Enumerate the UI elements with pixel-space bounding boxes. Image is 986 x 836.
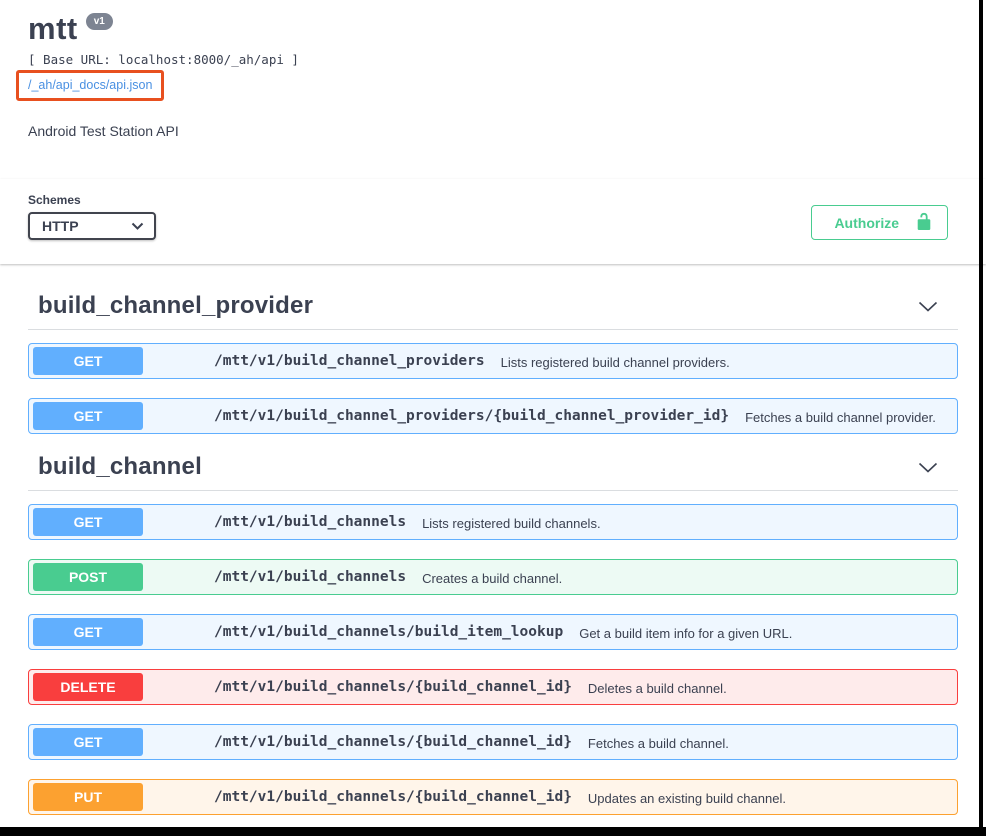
section-title: build_channel xyxy=(38,453,202,480)
chevron-down-icon xyxy=(131,222,144,230)
schemes-label: Schemes xyxy=(28,193,81,207)
endpoint-summary: Fetches a build channel. xyxy=(587,735,729,751)
method-badge: GET xyxy=(33,728,143,756)
endpoint-row[interactable]: GET /mtt/v1/build_channel_providers/{bui… xyxy=(28,398,958,434)
endpoint-row[interactable]: GET /mtt/v1/build_channels Lists registe… xyxy=(28,504,958,540)
endpoint-summary: Lists registered build channels. xyxy=(422,515,601,531)
section-collapse-chevron-icon[interactable] xyxy=(918,301,938,312)
endpoint-path: /mtt/v1/build_channels/{build_channel_id… xyxy=(214,679,572,695)
endpoint-path: /mtt/v1/build_channels/{build_channel_id… xyxy=(214,734,572,750)
method-badge: POST xyxy=(33,563,143,591)
endpoint-list: GET /mtt/v1/build_channel_providers List… xyxy=(28,343,958,434)
page-title: mtt xyxy=(28,11,78,46)
api-section: build_channel_provider GET /mtt/v1/build… xyxy=(28,292,958,434)
method-badge: GET xyxy=(33,618,143,646)
endpoint-summary: Get a build item info for a given URL. xyxy=(579,625,793,641)
scheme-container: Schemes HTTP Authorize xyxy=(0,179,986,264)
authorize-label: Authorize xyxy=(834,214,899,231)
sections: build_channel_provider GET /mtt/v1/build… xyxy=(0,264,986,815)
endpoint-path: /mtt/v1/build_channel_providers xyxy=(214,353,485,369)
scheme-selected-value: HTTP xyxy=(42,218,79,234)
endpoint-row[interactable]: PUT /mtt/v1/build_channels/{build_channe… xyxy=(28,779,958,815)
section-header[interactable]: build_channel_provider xyxy=(28,292,958,330)
schemes-group: Schemes HTTP xyxy=(28,193,156,240)
endpoint-row[interactable]: POST /mtt/v1/build_channels Creates a bu… xyxy=(28,559,958,595)
api-section: build_channel GET /mtt/v1/build_channels… xyxy=(28,453,958,815)
method-badge: GET xyxy=(33,347,143,375)
endpoint-row[interactable]: GET /mtt/v1/build_channel_providers List… xyxy=(28,343,958,379)
endpoint-row[interactable]: GET /mtt/v1/build_channels/{build_channe… xyxy=(28,724,958,760)
endpoint-path: /mtt/v1/build_channels/{build_channel_id… xyxy=(214,789,572,805)
spec-link-highlight-box: /_ah/api_docs/api.json xyxy=(16,70,165,101)
method-badge: GET xyxy=(33,402,143,430)
api-description: Android Test Station API xyxy=(28,123,179,139)
authorize-button[interactable]: Authorize xyxy=(811,205,948,240)
endpoint-row[interactable]: GET /mtt/v1/build_channels/build_item_lo… xyxy=(28,614,958,650)
endpoint-row[interactable]: DELETE /mtt/v1/build_channels/{build_cha… xyxy=(28,669,958,705)
endpoint-path: /mtt/v1/build_channels/build_item_lookup xyxy=(214,624,564,640)
endpoint-list: GET /mtt/v1/build_channels Lists registe… xyxy=(28,504,958,815)
section-header[interactable]: build_channel xyxy=(28,453,958,491)
scheme-select[interactable]: HTTP xyxy=(28,212,156,240)
endpoint-path: /mtt/v1/build_channels xyxy=(214,514,407,530)
endpoint-summary: Fetches a build channel provider. xyxy=(745,409,936,425)
endpoint-summary: Creates a build channel. xyxy=(422,570,563,586)
section-title: build_channel_provider xyxy=(38,292,314,319)
window-edge-bottom xyxy=(0,827,986,836)
endpoint-summary: Updates an existing build channel. xyxy=(587,790,786,806)
endpoint-path: /mtt/v1/build_channels xyxy=(214,569,407,585)
section-collapse-chevron-icon[interactable] xyxy=(918,462,938,473)
endpoint-summary: Deletes a build channel. xyxy=(587,680,727,696)
spec-link[interactable]: /_ah/api_docs/api.json xyxy=(28,78,153,92)
window-edge-right xyxy=(979,0,983,829)
api-info: mtt v1 [ Base URL: localhost:8000/_ah/ap… xyxy=(0,0,986,139)
method-badge: PUT xyxy=(33,783,143,811)
endpoint-summary: Lists registered build channel providers… xyxy=(500,354,730,370)
endpoint-path: /mtt/v1/build_channel_providers/{build_c… xyxy=(214,408,730,424)
unlock-icon xyxy=(915,212,933,233)
method-badge: DELETE xyxy=(33,673,143,701)
method-badge: GET xyxy=(33,508,143,536)
base-url: [ Base URL: localhost:8000/_ah/api ] xyxy=(28,52,299,67)
version-badge: v1 xyxy=(85,13,113,30)
